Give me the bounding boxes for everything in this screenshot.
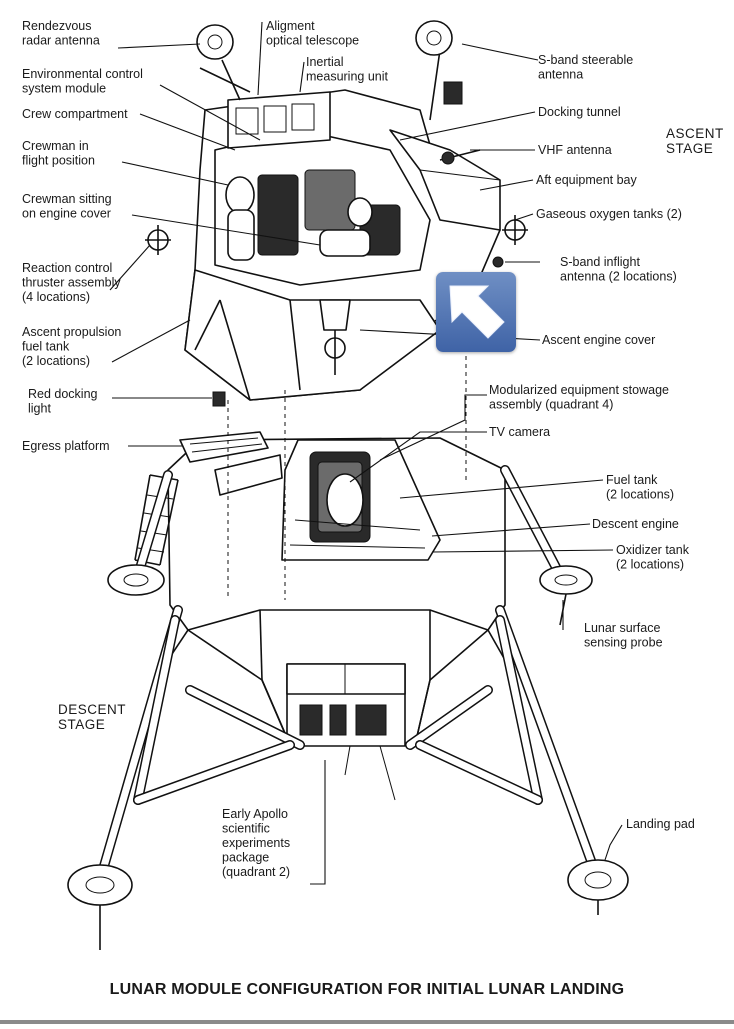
label-landing-pad: Landing pad bbox=[626, 817, 695, 831]
label-docking-tunnel: Docking tunnel bbox=[538, 105, 621, 119]
label-line: Oxidizer tank bbox=[616, 543, 690, 557]
label-line: Crewman sitting bbox=[22, 192, 112, 206]
label-vhf-antenna: VHF antenna bbox=[538, 143, 612, 157]
ascent-stage-drawing bbox=[145, 20, 528, 407]
leader-lines bbox=[109, 21, 623, 885]
label-line: (2 locations) bbox=[22, 354, 90, 368]
label-line: antenna bbox=[538, 68, 583, 82]
label-line: package bbox=[222, 851, 269, 865]
label-line: VHF antenna bbox=[538, 143, 612, 157]
label-line: system module bbox=[22, 82, 106, 96]
stage-separation-lines bbox=[227, 300, 467, 600]
label-line: Environmental control bbox=[22, 67, 143, 81]
label-line: radar antenna bbox=[22, 34, 100, 48]
label-line: Red docking bbox=[28, 387, 98, 401]
label-line: (2 locations) bbox=[606, 488, 674, 502]
label-line: (4 locations) bbox=[22, 290, 90, 304]
label-line: Gaseous oxygen tanks (2) bbox=[536, 207, 682, 221]
label-line: Reaction control bbox=[22, 261, 112, 275]
label-line: thruster assembly bbox=[22, 276, 121, 290]
label-line: Ascent propulsion bbox=[22, 325, 121, 339]
label-line: assembly (quadrant 4) bbox=[489, 398, 613, 412]
label-line: Ascent engine cover bbox=[542, 333, 655, 347]
label-descent-engine: Descent engine bbox=[592, 517, 679, 531]
label-line: Crewman in bbox=[22, 139, 89, 153]
label-aft-equipment-bay: Aft equipment bay bbox=[536, 173, 638, 187]
label-crew-compartment: Crew compartment bbox=[22, 107, 128, 121]
label-line: Fuel tank bbox=[606, 473, 658, 487]
label-line: Docking tunnel bbox=[538, 105, 621, 119]
label-line: DESCENT bbox=[58, 702, 126, 717]
label-line: antenna (2 locations) bbox=[560, 270, 677, 284]
label-line: scientific bbox=[222, 822, 270, 836]
label-line: Descent engine bbox=[592, 517, 679, 531]
label-line: optical telescope bbox=[266, 34, 359, 48]
label-line: Crew compartment bbox=[22, 107, 128, 121]
bottom-border bbox=[0, 1020, 734, 1024]
label-egress-platform: Egress platform bbox=[22, 439, 110, 453]
label-line: measuring unit bbox=[306, 70, 389, 84]
label-line: sensing probe bbox=[584, 636, 663, 650]
label-fuel-tank: Fuel tank(2 locations) bbox=[606, 473, 674, 502]
label-tv-camera: TV camera bbox=[489, 425, 550, 439]
label-line: TV camera bbox=[489, 425, 550, 439]
label-line: Landing pad bbox=[626, 817, 695, 831]
label-line: STAGE bbox=[666, 141, 713, 156]
label-line: Rendezvous bbox=[22, 19, 92, 33]
label-oxidizer-tank: Oxidizer tank(2 locations) bbox=[616, 543, 690, 572]
label-line: Egress platform bbox=[22, 439, 110, 453]
label-line: ASCENT bbox=[666, 126, 724, 141]
label-line: Aft equipment bay bbox=[536, 173, 638, 187]
label-line: light bbox=[28, 402, 51, 416]
label-gaseous-oxygen-tanks: Gaseous oxygen tanks (2) bbox=[536, 207, 682, 221]
label-line: STAGE bbox=[58, 717, 105, 732]
label-line: Aligment bbox=[266, 19, 315, 33]
label-line: S-band inflight bbox=[560, 255, 640, 269]
label-ascent-engine-cover: Ascent engine cover bbox=[542, 333, 655, 347]
descent-stage-drawing bbox=[67, 431, 629, 950]
label-line: flight position bbox=[22, 154, 95, 168]
label-line: S-band steerable bbox=[538, 53, 633, 67]
label-line: (quadrant 2) bbox=[222, 865, 290, 879]
arrow-glyph bbox=[449, 285, 505, 339]
label-line: (2 locations) bbox=[616, 558, 684, 572]
diagram-title: LUNAR MODULE CONFIGURATION FOR INITIAL L… bbox=[110, 981, 625, 998]
label-line: Inertial bbox=[306, 55, 344, 69]
label-line: on engine cover bbox=[22, 207, 111, 221]
label-line: Modularized equipment stowage bbox=[489, 383, 669, 397]
label-line: fuel tank bbox=[22, 340, 70, 354]
label-line: experiments bbox=[222, 836, 290, 850]
label-line: Early Apollo bbox=[222, 807, 288, 821]
label-line: Lunar surface bbox=[584, 621, 660, 635]
arrow-up-left-icon[interactable] bbox=[436, 272, 516, 352]
